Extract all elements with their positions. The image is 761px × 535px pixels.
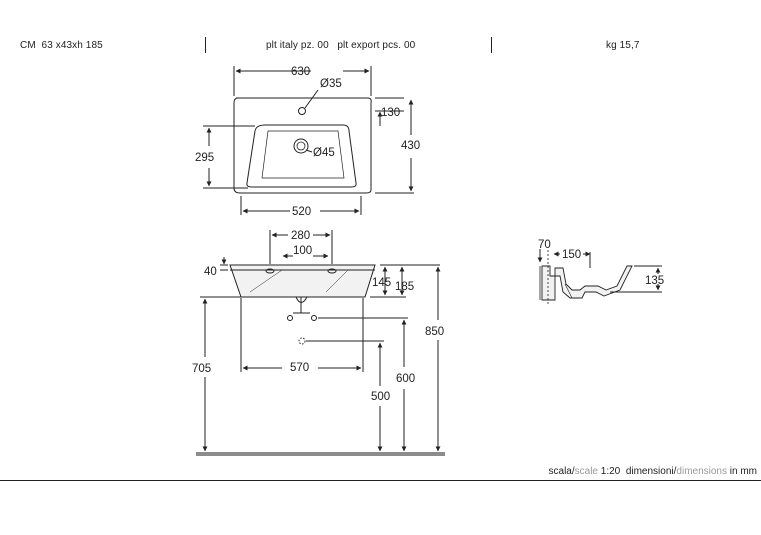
dim-drain: Ø45	[313, 147, 335, 159]
dim-drain-offset: 150	[562, 249, 581, 261]
weight-label: kg 15,7	[606, 40, 640, 51]
model-label: CM 63 x43xh 185	[20, 40, 103, 51]
scale-note: scala/scale 1:20 dimensioni/dimensions i…	[549, 466, 757, 477]
dim-depth: 430	[401, 140, 420, 152]
dim-rim-offset: 40	[204, 266, 217, 278]
dim-supply-height: 600	[396, 373, 415, 385]
front-view	[200, 230, 441, 452]
dim-total-height: 850	[425, 326, 444, 338]
dim-floor-height: 705	[192, 363, 211, 375]
scale-value: 1:20	[598, 466, 624, 477]
dim-inner-depth: 295	[195, 152, 214, 164]
dim-drain-height: 500	[371, 391, 390, 403]
dim-height: 185	[395, 281, 414, 293]
side-view	[537, 249, 662, 306]
pallet-info: plt italy pz. 00 plt export pcs. 00	[266, 40, 415, 51]
top-view	[203, 66, 414, 215]
dim-basin-depth: 135	[645, 275, 664, 287]
supply-valve-icon	[311, 315, 317, 321]
basin-outline	[233, 97, 372, 194]
dims-unit: in mm	[727, 466, 757, 477]
basin-bowl-inner	[261, 130, 345, 179]
dims-en: dimensions	[676, 466, 727, 477]
dim-fixing-offset: 100	[293, 245, 312, 257]
floor-line	[196, 452, 445, 456]
basin-front-profile	[229, 264, 376, 298]
drain-icon	[293, 138, 309, 154]
dim-tap-hole: Ø35	[320, 78, 342, 90]
fixing-hole-icon	[327, 268, 337, 274]
basin-bowl-outer	[246, 124, 357, 188]
header-divider	[205, 37, 206, 53]
footer-divider	[0, 480, 761, 481]
dim-bowl-depth: 145	[372, 277, 391, 289]
supply-valve-icon	[287, 315, 293, 321]
dim-inner-width: 520	[292, 206, 311, 218]
dim-tap-offset: 130	[381, 107, 400, 119]
dim-pipe-span: 570	[290, 362, 309, 374]
scale-en: scale	[574, 466, 598, 477]
model-size: 63 x43xh 185	[41, 40, 103, 51]
dim-wall-gap: 70	[538, 239, 551, 251]
dims-it: dimensioni/	[625, 466, 677, 477]
fixing-hole-icon	[265, 268, 275, 274]
drain-outlet-icon	[298, 337, 306, 345]
pallet-export: plt export pcs. 00	[337, 40, 416, 51]
scale-it: scala/	[548, 466, 575, 477]
header-divider	[491, 37, 492, 53]
tap-hole-icon	[298, 107, 306, 115]
basin-side-profile	[541, 265, 633, 301]
dim-fixing-span: 280	[291, 230, 310, 242]
model-code: CM	[20, 40, 36, 51]
dim-width: 630	[291, 66, 310, 78]
pallet-italy: plt italy pz. 00	[266, 40, 329, 51]
